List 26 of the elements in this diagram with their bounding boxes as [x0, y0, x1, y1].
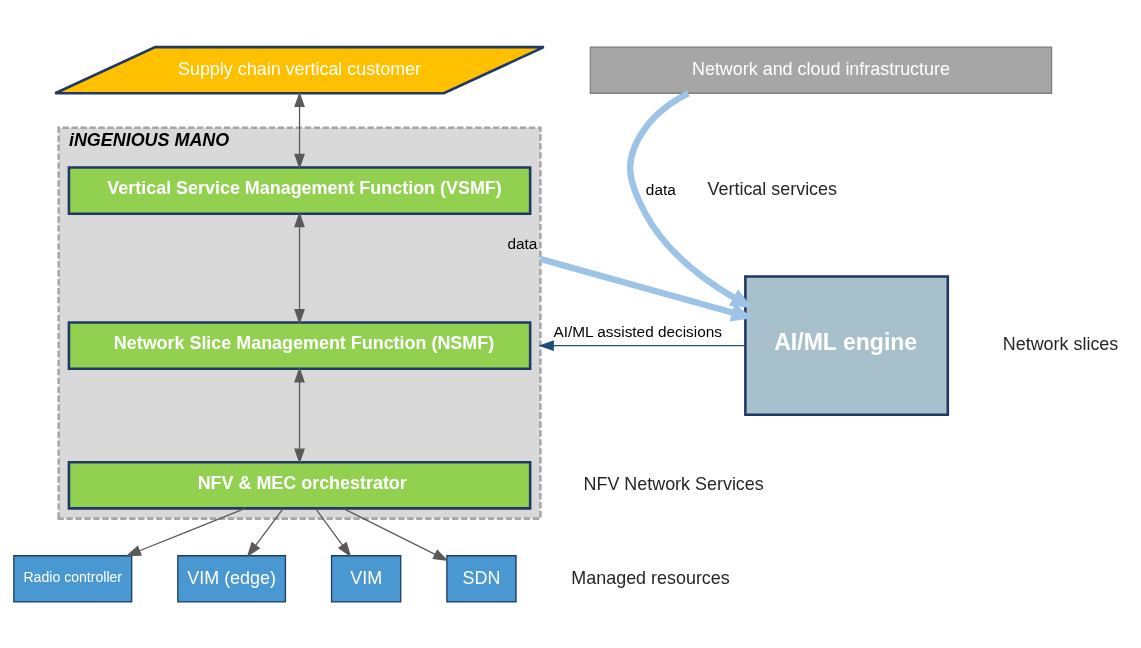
node-box: Radio controller	[13, 554, 133, 602]
node-box: SDN	[446, 554, 517, 602]
arrow	[294, 211, 305, 324]
node-box: Network Slice Management Function (NSMF)	[67, 320, 532, 370]
arrow	[294, 91, 305, 169]
arrow	[539, 255, 753, 321]
node-box: Network and cloud infrastructure	[589, 46, 1053, 94]
node-box: VIM	[330, 554, 402, 602]
edge-label: data	[645, 180, 676, 198]
node-box: AI/ML engine	[744, 274, 950, 416]
arrow	[125, 507, 246, 556]
node-box: NFV & MEC orchestrator	[67, 460, 532, 510]
arrow	[294, 366, 305, 464]
arrow	[342, 507, 449, 561]
arrow	[246, 507, 284, 557]
arrow	[538, 339, 746, 351]
edge-label: AI/ML assisted decisions	[553, 322, 722, 340]
edge-label: data	[507, 234, 538, 252]
arrow	[627, 89, 753, 308]
label: Managed resources	[571, 567, 730, 588]
node-box: Vertical Service Management Function (VSMF)	[67, 165, 532, 215]
arrow	[315, 507, 352, 557]
label: Vertical services	[707, 178, 838, 199]
node-box: VIM (edge)	[177, 554, 287, 602]
label: NFV Network Services	[583, 473, 764, 494]
label: Network slices	[1002, 333, 1119, 354]
